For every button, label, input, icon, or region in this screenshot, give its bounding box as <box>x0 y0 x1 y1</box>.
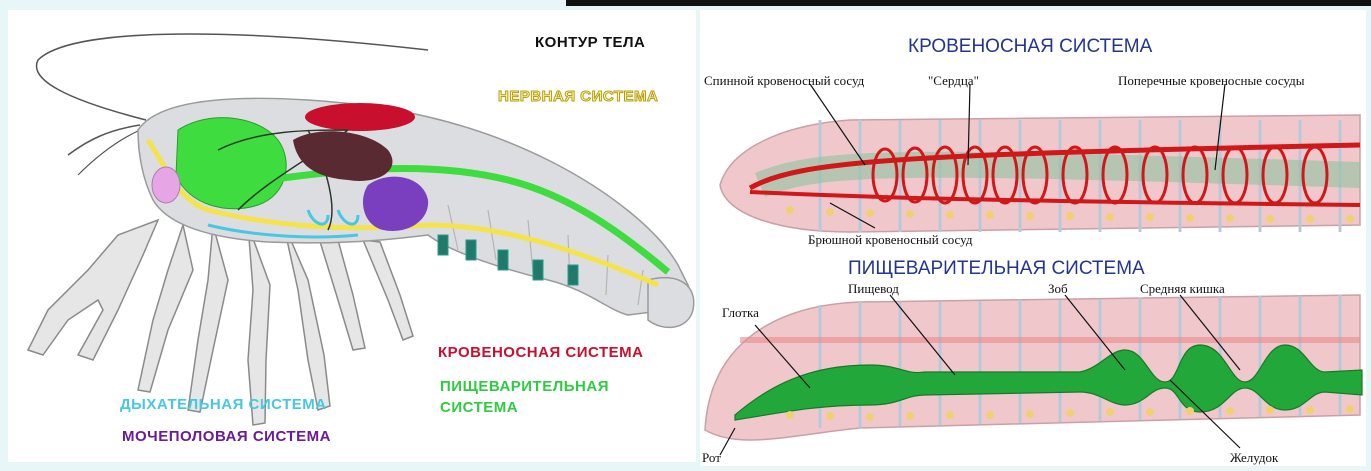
crayfish-eye <box>152 167 180 203</box>
label-nervous-system: НЕРВНАЯ СИСТЕМА <box>498 88 658 105</box>
top-border-bar <box>566 0 1371 6</box>
worm-digestive-title: ПИЩЕВАРИТЕЛЬНАЯ СИСТЕМА <box>848 258 1145 280</box>
label-digestive-system-line1: ПИЩЕВАРИТЕЛЬНАЯ <box>440 378 609 395</box>
label-transverse-vessels: Поперечные кровеносные сосуды <box>1118 73 1304 89</box>
label-respiratory-system: ДЫХАТЕЛЬНАЯ СИСТЕМА <box>120 396 327 413</box>
crayfish-diagram: КОНТУР ТЕЛА НЕРВНАЯ СИСТЕМА КРОВЕНОСНАЯ … <box>8 10 696 462</box>
label-body-outline: КОНТУР ТЕЛА <box>535 34 645 51</box>
label-pharynx: Глотка <box>722 305 759 321</box>
worm-circulatory-title: КРОВЕНОСНАЯ СИСТЕМА <box>908 36 1152 58</box>
digestive-stomach <box>176 118 286 209</box>
crayfish-legs <box>28 220 413 425</box>
label-hearts: "Сердца" <box>928 73 979 89</box>
label-urogenital-system: МОЧЕПОЛОВАЯ СИСТЕМА <box>122 428 331 445</box>
earthworm-diagram: КРОВЕНОСНАЯ СИСТЕМА Спинной кровеносный … <box>700 10 1366 466</box>
label-gizzard: Желудок <box>1230 450 1278 466</box>
label-ventral-vessel: Брюшной кровеносный сосуд <box>808 232 972 248</box>
label-circulatory-system: КРОВЕНОСНАЯ СИСТЕМА <box>438 344 643 361</box>
label-midgut: Средняя кишка <box>1140 281 1225 297</box>
label-dorsal-vessel: Спинной кровеносный сосуд <box>704 73 864 89</box>
label-mouth: Рот <box>702 450 721 466</box>
label-digestive-system-line2: СИСТЕМА <box>440 399 518 416</box>
circulatory-heart <box>305 103 415 131</box>
label-esophagus: Пищевод <box>848 281 899 297</box>
label-crop: Зоб <box>1048 281 1068 297</box>
crayfish-antennule <box>68 125 140 155</box>
